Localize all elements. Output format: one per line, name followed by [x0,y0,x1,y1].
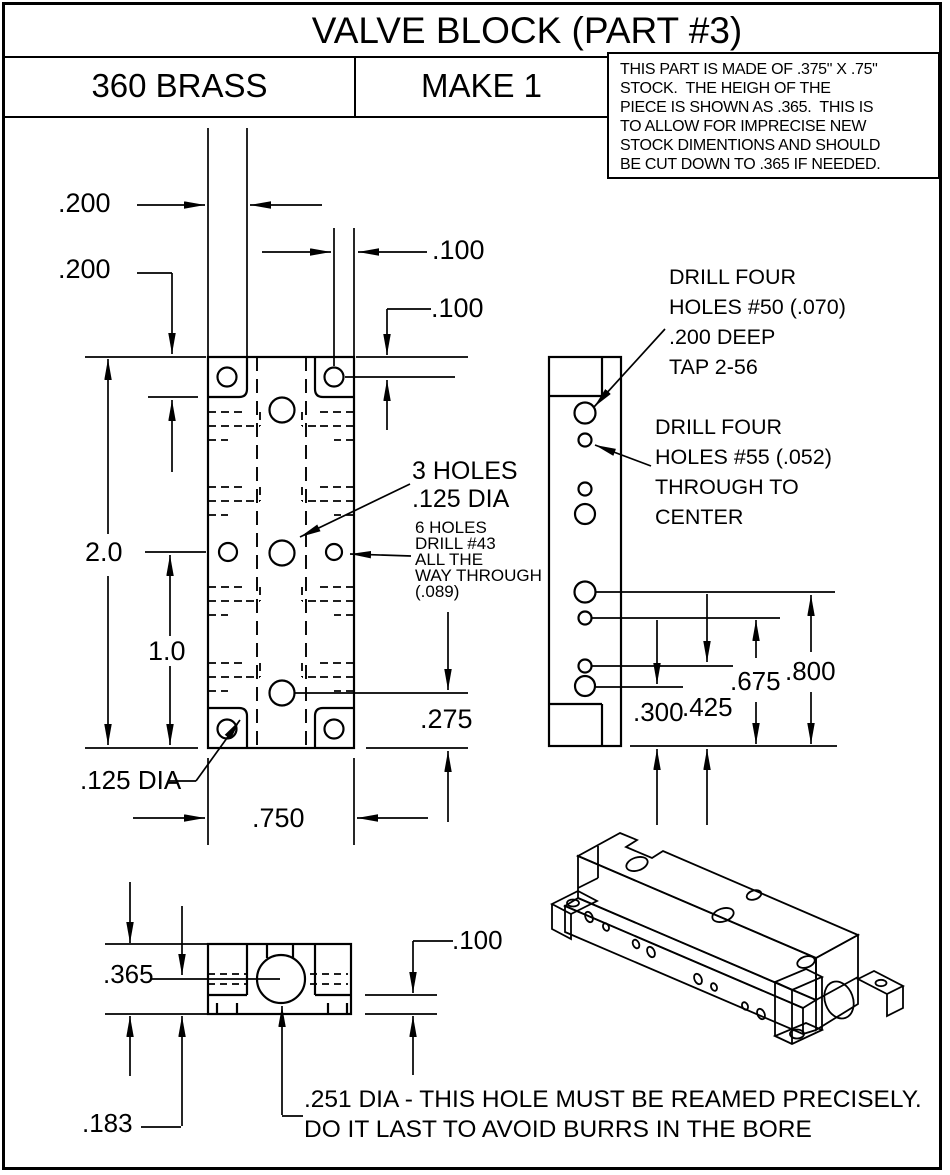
callout-6-holes-line: ALL THE [415,550,484,569]
dim-275: .275 [420,704,473,734]
side-view-linework [547,355,623,748]
isometric-view [550,832,905,1045]
callout-6-holes-line: (.089) [415,582,460,601]
dim-100-lower: .100 [431,293,484,323]
callout-drill-55: DRILL FOUR HOLES #55 (.052) THROUGH TO C… [655,412,832,532]
callout-drill-55-line: CENTER [655,505,744,529]
callout-drill-55-line: DRILL FOUR [655,415,783,439]
dim-100-upper: .100 [432,235,485,265]
stock-note-line: THIS PART IS MADE OF .375" X .75" [620,61,878,78]
callout-drill-50: DRILL FOUR HOLES #50 (.070) .200 DEEP TA… [669,262,846,382]
callout-drill-50-line: TAP 2-56 [669,355,758,379]
side-view-dimension-lines [592,328,837,825]
stock-note-line: BE CUT DOWN TO .365 IF NEEDED. [620,156,881,173]
dim-675: .675 [730,666,781,696]
dim-100-front: .100 [452,925,503,955]
bore-note-line: DO IT LAST TO AVOID BURRS IN THE BORE [304,1116,812,1143]
callout-drill-50-line: DRILL FOUR [669,265,797,289]
stock-note-box: THIS PART IS MADE OF .375" X .75" STOCK.… [607,52,940,179]
isometric-side-holes [584,910,766,1021]
stock-note-line: TO ALLOW FOR IMPRECISE NEW [620,118,867,135]
label-corner-hole-dia: .125 DIA [80,765,182,795]
dim-183: .183 [82,1108,133,1138]
callout-6-holes-line: WAY THROUGH [415,566,542,585]
dim-200-left: .200 [58,254,111,284]
callout-6-holes-line: DRILL #43 [415,534,496,553]
dim-half-height: 1.0 [148,636,186,666]
dim-365: .365 [103,959,154,989]
dim-overall-height: 2.0 [85,537,123,567]
callout-3-holes: 3 HOLES .125 DIA [412,457,518,513]
material-cell: 360 BRASS [5,56,356,116]
dim-800: .800 [785,656,836,686]
callout-drill-55-line: HOLES #55 (.052) [655,445,832,469]
callout-6-holes: 6 HOLES DRILL #43 ALL THE WAY THROUGH (.… [415,518,542,601]
quantity-cell: MAKE 1 [356,56,609,116]
callout-3-holes-line: .125 DIA [412,485,510,513]
callout-drill-55-line: THROUGH TO [655,475,799,499]
callout-drill-50-line: .200 DEEP [669,325,776,349]
stock-note-line: STOCK. THE HEIGH OF THE [620,80,831,97]
callout-3-holes-line: 3 HOLES [412,457,518,485]
dim-300: .300 [633,697,684,727]
isometric-top-holes [625,856,816,969]
front-view-dimension-lines [105,882,453,1128]
dim-200-top: .200 [58,188,111,218]
title-bar: VALVE BLOCK (PART #3) [2,2,942,58]
callout-6-holes-line: 6 HOLES [415,518,487,537]
bore-note: .251 DIA - THIS HOLE MUST BE REAMED PREC… [304,1085,922,1145]
header-cells: 360 BRASS MAKE 1 [2,56,609,118]
dim-425: .425 [682,692,733,722]
page-title: VALVE BLOCK (PART #3) [311,9,743,51]
top-view-dimension-lines [85,128,468,845]
stock-note-line: STOCK DIMENTIONS AND SHOULD [620,137,881,154]
callout-drill-50-line: HOLES #50 (.070) [669,295,846,319]
stock-note-line: PIECE IS SHOWN AS .365. THIS IS [620,99,874,116]
dim-width: .750 [252,803,305,833]
bore-note-line: .251 DIA - THIS HOLE MUST BE REAMED PREC… [304,1086,922,1113]
